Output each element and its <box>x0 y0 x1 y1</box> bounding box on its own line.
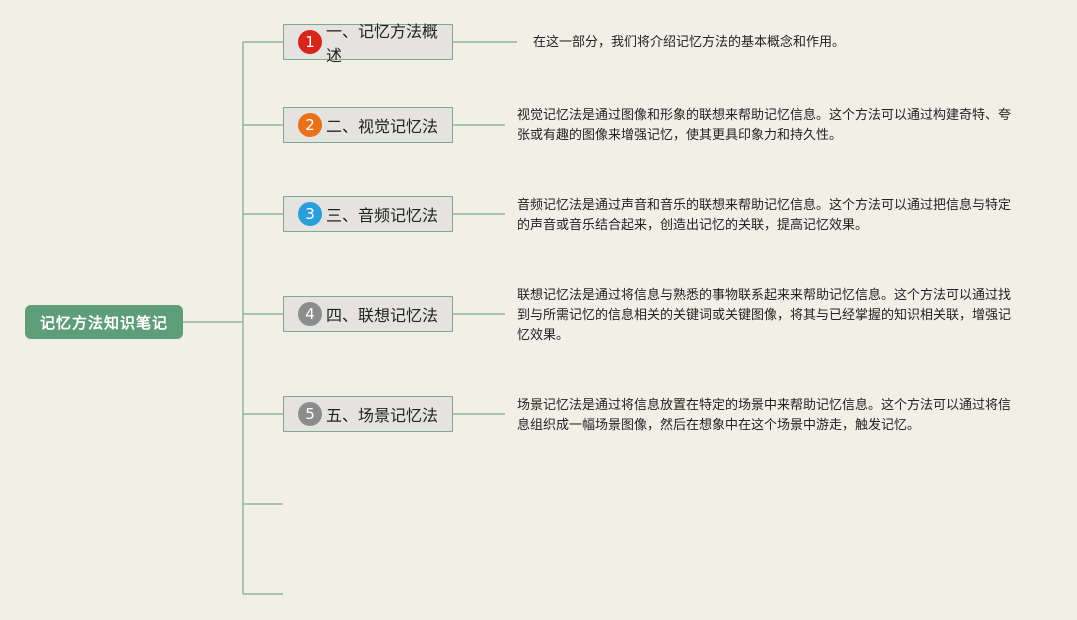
branch-node-3[interactable]: 3 三、音频记忆法 <box>283 196 453 232</box>
branch-node-1[interactable]: 1 一、记忆方法概述 <box>283 22 453 65</box>
number-2-icon: 2 <box>298 113 322 137</box>
branch-label: 四、联想记忆法 <box>326 306 439 325</box>
branch-node-4[interactable]: 4 四、联想记忆法 <box>283 296 453 332</box>
branch-label: 五、场景记忆法 <box>326 406 439 425</box>
branch-label: 一、记忆方法概述 <box>326 22 439 65</box>
branch-description-5: 场景记忆法是通过将信息放置在特定的场景中来帮助记忆信息。这个方法可以通过将信息组… <box>517 398 1012 433</box>
branch-description-3: 音频记忆法是通过声音和音乐的联想来帮助记忆信息。这个方法可以通过把信息与特定的声… <box>517 198 1012 233</box>
branch-node-5[interactable]: 5 五、场景记忆法 <box>283 396 453 432</box>
root-node[interactable]: 记忆方法知识笔记 <box>25 305 183 339</box>
number-3-icon: 3 <box>298 202 322 226</box>
branch-label: 三、音频记忆法 <box>326 206 439 225</box>
number-1-icon: 1 <box>298 30 322 54</box>
root-label: 记忆方法知识笔记 <box>39 313 168 332</box>
branch-description-4: 联想记忆法是通过将信息与熟悉的事物联系起来来帮助记忆信息。这个方法可以通过找到与… <box>517 288 1012 343</box>
branch-node-2[interactable]: 2 二、视觉记忆法 <box>283 107 453 143</box>
number-4-icon: 4 <box>298 302 322 326</box>
branch-description-2: 视觉记忆法是通过图像和形象的联想来帮助记忆信息。这个方法可以通过构建奇特、夸张或… <box>517 108 1012 143</box>
branch-label: 二、视觉记忆法 <box>326 117 439 136</box>
branch-description-1: 在这一部分，我们将介绍记忆方法的基本概念和作用。 <box>533 35 846 50</box>
number-5-icon: 5 <box>298 402 322 426</box>
